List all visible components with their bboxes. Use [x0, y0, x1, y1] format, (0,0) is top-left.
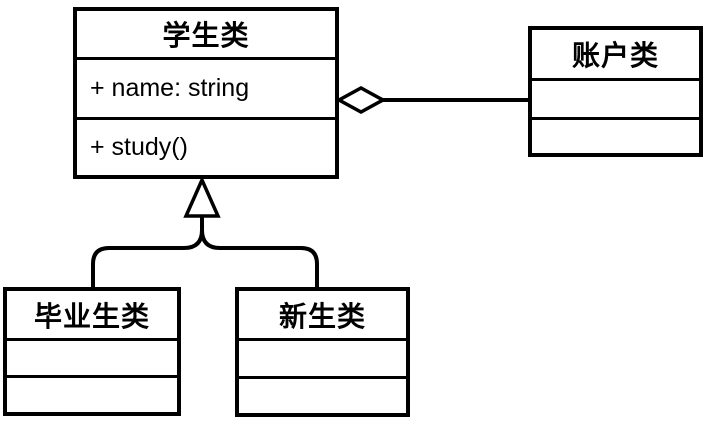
empty-methods-compartment: [7, 375, 177, 412]
class-name-student: 学生类: [162, 20, 250, 51]
empty-attributes-compartment: [239, 338, 406, 376]
class-box-student: 学生类 + name: string + study(): [73, 7, 339, 179]
class-method-study: + study(): [77, 117, 335, 175]
class-name-freshman: 新生类: [278, 300, 366, 332]
inheritance-triangle-icon: [183, 175, 221, 218]
class-box-graduate: 毕业生类: [3, 287, 181, 416]
inheritance-branch-left: [91, 229, 204, 289]
empty-attributes-compartment: [7, 338, 177, 375]
empty-attributes-compartment: [532, 78, 699, 117]
inheritance-branch-right: [200, 229, 319, 289]
class-name-account: 账户类: [571, 40, 659, 71]
class-box-freshman: 新生类: [235, 287, 410, 417]
class-box-account: 账户类: [528, 26, 703, 157]
aggregation-diamond-icon: [335, 86, 387, 114]
empty-methods-compartment: [239, 376, 406, 413]
class-name-graduate: 毕业生类: [33, 300, 150, 332]
class-attribute-name: + name: string: [77, 57, 335, 117]
empty-methods-compartment: [532, 117, 699, 153]
